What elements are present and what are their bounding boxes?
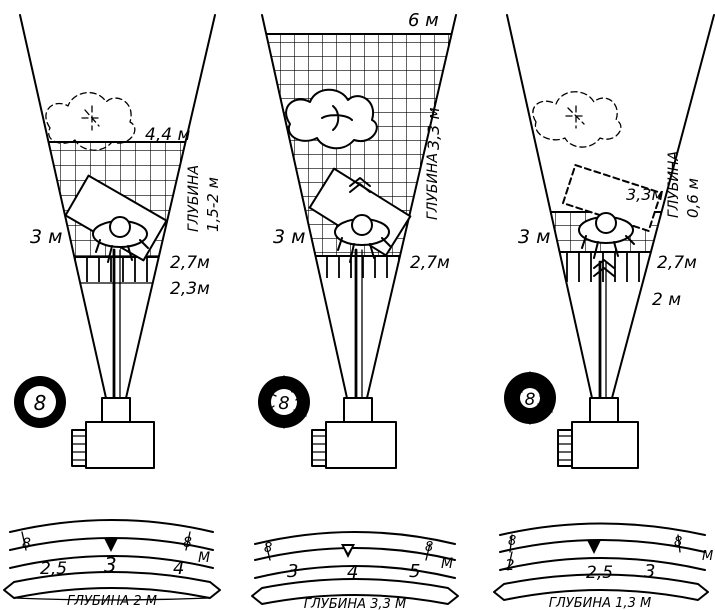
- distance-label: 3 м: [273, 226, 305, 248]
- panel-2: 8 3 м 6 м 2,7м ГЛУБИНА 3,3 м 8 8 3 4 5 М…: [251, 10, 459, 610]
- far-limit-label: 6 м: [408, 10, 439, 31]
- scale-tick-label: 3: [644, 561, 655, 582]
- person-figure: [578, 212, 635, 259]
- depth-caption: ГЛУБИНА 3,3 М: [304, 597, 406, 610]
- camera-icon: [557, 397, 639, 469]
- depth-value: 3,3 м: [424, 107, 443, 150]
- near-limit-label: 2 м: [652, 290, 681, 310]
- person-figure: [92, 216, 149, 263]
- scale-unit-label: М: [198, 550, 210, 566]
- cloud-icon: [532, 91, 622, 148]
- focus-distance-label: 2,7м: [657, 253, 697, 273]
- panel-3: 8 3 м 3,3м 2,7м 2 м ГЛУБИНА 0,6 м 8 8 2 …: [493, 14, 715, 610]
- distance-label: 3 м: [30, 226, 62, 248]
- scale-mark: 8: [22, 536, 31, 552]
- focus-index-icon: [587, 540, 601, 554]
- scale-tick-label: 3: [287, 561, 298, 582]
- aperture-value: 8: [278, 393, 289, 414]
- scale-tick-label: 2: [505, 556, 515, 574]
- scale-mark: 8: [508, 534, 516, 549]
- camera-icon: [71, 397, 155, 469]
- scale-tick-label: 4: [173, 558, 184, 579]
- distance-label: 3 м: [518, 226, 550, 248]
- focus-scale: 8 8 2 2,5 3 М ГЛУБИНА 1,3 М: [493, 522, 713, 610]
- view-cone-right-edge: [611, 14, 715, 399]
- depth-value: 1,5-2 м: [204, 177, 222, 232]
- scale-mark: 8: [183, 535, 192, 551]
- focus-distance-label: 2,7м: [170, 253, 210, 273]
- depth-value: 0,6 м: [684, 178, 702, 218]
- depth-caption: ГЛУБИНА 1,3 М: [549, 596, 651, 610]
- scale-unit-label: М: [441, 556, 453, 572]
- cloud-icon: [285, 88, 378, 150]
- scale-mark: 8: [674, 535, 682, 550]
- scale-mark: 8: [425, 540, 433, 555]
- aperture-value: 8: [525, 390, 536, 410]
- view-cone-left-edge: [506, 14, 593, 399]
- depth-word: ГЛУБИНА: [425, 153, 441, 220]
- camera-icon: [311, 397, 397, 469]
- view-cone-left-edge: [19, 14, 107, 399]
- aperture-icon: 8: [258, 375, 310, 429]
- focus-scale: 8 8 3 4 5 М ГЛУБИНА 3,3 М: [251, 531, 459, 610]
- person-figure: [334, 214, 391, 263]
- depth-caption: ГЛУБИНА 2 М: [67, 594, 157, 609]
- panel-1: 8 3 м 4,4 м 2,7м 2,3м ГЛУБИНА 1,5-2 м 8 …: [3, 14, 222, 609]
- view-cone-left-edge: [261, 14, 348, 399]
- scale-tick-label: 5: [409, 561, 420, 582]
- scale-mark: 8: [264, 541, 272, 556]
- scale-tick-label: 4: [347, 562, 358, 583]
- focus-index-icon: [104, 538, 118, 552]
- view-cone-right-edge: [125, 14, 216, 399]
- view-cone-right-edge: [366, 14, 457, 399]
- focus-scale: 8 8 2,5 3 4 М ГЛУБИНА 2 М: [3, 519, 221, 609]
- far-limit-label: 4,4 м: [145, 125, 190, 145]
- aperture-value: 8: [34, 391, 47, 415]
- aperture-icon: 8: [14, 376, 66, 428]
- aperture-icon: 8: [504, 371, 556, 425]
- scale-tick-label: 2,5: [586, 563, 613, 583]
- cloud-icon: [45, 92, 136, 151]
- far-limit-label: 3,3м: [626, 185, 664, 204]
- near-limit-label: 2,3м: [170, 279, 210, 299]
- depth-word: ГЛУБИНА: [666, 151, 682, 218]
- focus-distance-label: 2,7м: [410, 253, 450, 273]
- scale-unit-label: М: [702, 549, 713, 564]
- scale-tick-label: 3: [104, 553, 117, 577]
- depth-word: ГЛУБИНА: [186, 165, 202, 232]
